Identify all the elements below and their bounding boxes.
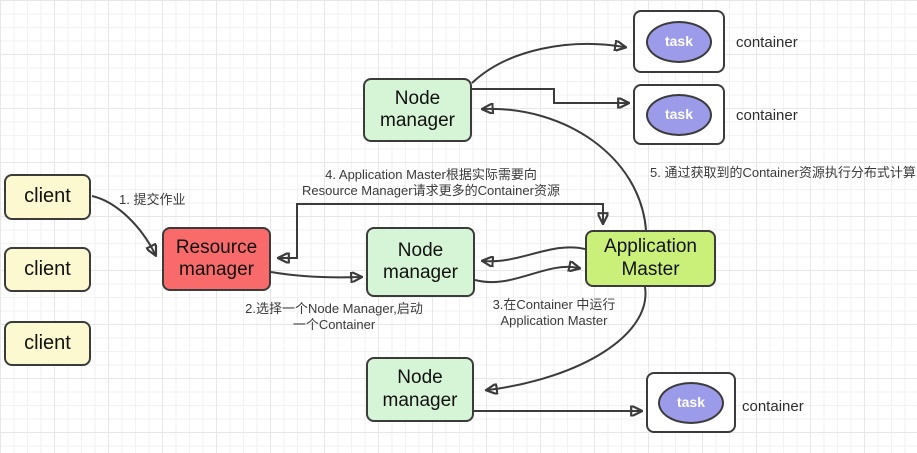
task-3-label: task (676, 394, 706, 411)
task-ellipse-1: task (646, 20, 712, 63)
arrow-nm-top-to-task1 (471, 44, 624, 84)
container-box-1: task (633, 10, 725, 73)
task-1-label: task (664, 33, 694, 50)
task-2-label: task (664, 106, 694, 123)
annotation-step3-line1: 3.在Container 中运行 (492, 297, 616, 312)
arrow-am-to-nm-middle (484, 246, 586, 261)
annotation-step2-line2: 一个Container (292, 316, 376, 332)
client-node-2-label: client (24, 257, 71, 280)
arrow-nm-top-to-task2 (472, 88, 627, 103)
arrow-am-rm-request-elbow (280, 203, 603, 258)
arrow-rm-to-nm-middle (270, 271, 360, 277)
annotation-step4-line1: 4. Application Master根据实际需要向 (325, 167, 537, 182)
annotation-step1: 1. 提交作业 (119, 192, 186, 207)
annotation-step4-line2: Resource Manager请求更多的Container资源 (302, 182, 560, 198)
node-manager-bottom-label: Node manager (382, 367, 458, 411)
arrow-client-to-rm (91, 195, 155, 254)
resource-manager-node: Resource manager (162, 227, 271, 291)
resource-manager-label: Resource manager (175, 236, 258, 280)
container-label-3: container (742, 398, 804, 415)
arrow-am-to-nm-bottom (488, 286, 647, 390)
node-manager-bottom: Node manager (366, 357, 474, 422)
task-ellipse-2: task (646, 93, 712, 136)
node-manager-top: Node manager (363, 78, 472, 142)
container-label-1: container (736, 34, 798, 51)
application-master-label: Application Master (604, 236, 697, 280)
container-box-3: task (646, 372, 736, 433)
arrow-nm-middle-to-am (474, 267, 578, 284)
annotation-step2: 2.选择一个Node Manager,启动 一个Container (228, 301, 440, 333)
client-node-3: client (4, 321, 91, 366)
node-manager-top-label: Node manager (380, 87, 455, 131)
client-node-1-label: client (24, 185, 71, 208)
task-ellipse-3: task (658, 381, 724, 424)
annotation-step4: 4. Application Master根据实际需要向 Resource Ma… (294, 167, 568, 199)
client-node-1: client (4, 174, 91, 220)
container-label-2: container (736, 107, 798, 124)
annotation-step3-line2: Application Master (500, 312, 608, 328)
container-box-2: task (633, 84, 725, 145)
annotation-step2-line1: 2.选择一个Node Manager,启动 (245, 301, 423, 316)
client-node-2: client (4, 247, 91, 292)
annotation-step3: 3.在Container 中运行 Application Master (484, 297, 624, 329)
arrow-am-to-nm-top (484, 109, 647, 231)
annotation-step5: 5. 通过获取到的Container资源执行分布式计算 (650, 165, 916, 180)
node-manager-middle-label: Node manager (383, 239, 458, 283)
node-manager-middle: Node manager (366, 227, 475, 297)
client-node-3-label: client (24, 331, 71, 354)
application-master-node: Application Master (585, 230, 716, 287)
